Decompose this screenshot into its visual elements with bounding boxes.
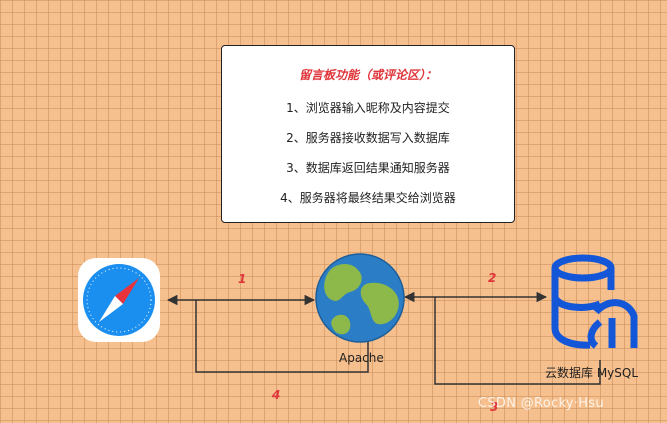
info-box: 留言板功能（或评论区）： 1、浏览器输入昵称及内容提交 2、服务器接收数据写入数… [221,45,515,223]
database-label: 云数据库 MySQL [545,366,639,380]
connector-browser-server [166,294,369,373]
step-3-text: 3、数据库返回结果通知服务器 [286,161,450,175]
flow-number-2: 2 [488,271,497,285]
safari-compass-icon [78,258,160,342]
server-label: Apache [339,351,384,365]
flow-number-1: 1 [238,272,247,286]
info-box-title: 留言板功能（或评论区）： [298,68,437,82]
step-1-text: 1、浏览器输入昵称及内容提交 [286,101,450,115]
step-2-text: 2、服务器接收数据写入数据库 [286,131,450,145]
database-icon [551,254,638,349]
step-4-text: 4、服务器将最终结果交给浏览器 [280,191,456,205]
flow-number-3: 3 [490,400,499,414]
flow-number-4: 4 [272,388,281,402]
globe-icon [315,253,405,343]
connector-server-database [403,291,601,385]
watermark-text: CSDN @Rocky·Hsu [478,396,604,411]
